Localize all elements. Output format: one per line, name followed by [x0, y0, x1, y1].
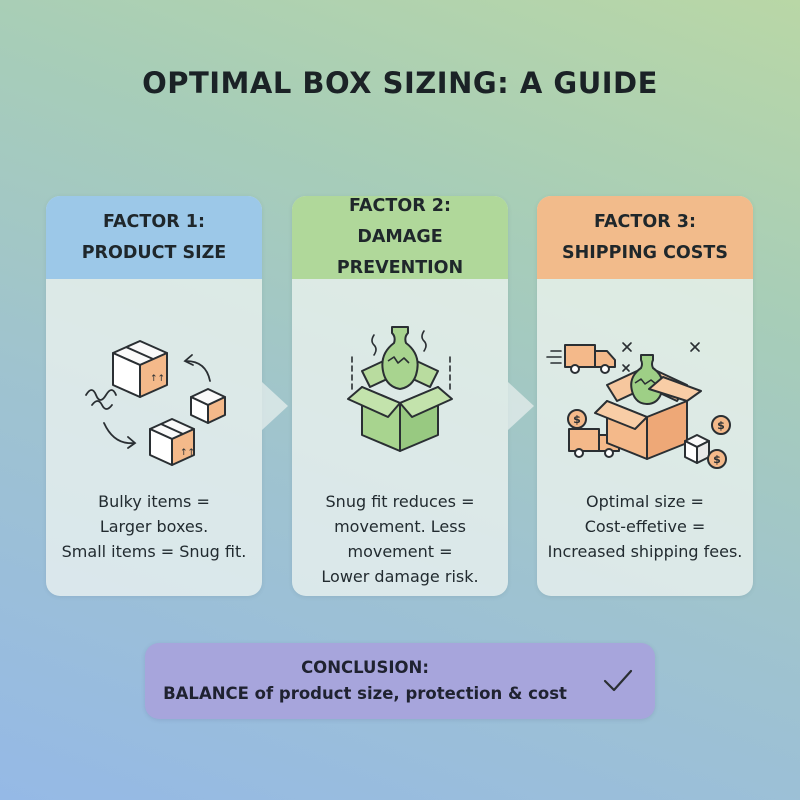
factor-card-damage-prevention: FACTOR 2: DAMAGE PREVENTION	[292, 196, 508, 596]
conclusion-text: BALANCE of product size, protection & co…	[163, 684, 567, 703]
vase-in-box-icon	[347, 326, 453, 452]
conclusion-heading: CONCLUSION:	[301, 658, 429, 677]
factor-card-header: FACTOR 3: SHIPPING COSTS	[537, 196, 753, 279]
factor-title: DAMAGE PREVENTION	[336, 227, 464, 278]
shipping-costs-icon: $ $ $	[546, 342, 731, 469]
factor-card-product-size: FACTOR 1: PRODUCT SIZE	[46, 196, 262, 596]
factor-number: FACTOR 2:	[349, 196, 451, 216]
flow-arrow	[262, 382, 288, 430]
checkmark-icon	[603, 669, 633, 692]
svg-text:↑↑: ↑↑	[150, 374, 165, 384]
page-title: OPTIMAL BOX SIZING: A GUIDE	[142, 66, 658, 100]
factor-title: PRODUCT SIZE	[81, 242, 227, 263]
svg-text:$: $	[573, 413, 581, 426]
factor-card-header: FACTOR 2: DAMAGE PREVENTION	[292, 196, 508, 279]
svg-text:$: $	[713, 453, 721, 466]
factor-description: Snug fit reduces = movement. Less moveme…	[321, 492, 479, 586]
factor-card-header: FACTOR 1: PRODUCT SIZE	[46, 196, 262, 279]
factor-number: FACTOR 3:	[594, 211, 696, 232]
svg-text:↑↑: ↑↑	[180, 448, 195, 458]
flow-arrow	[508, 382, 534, 430]
conclusion-banner: CONCLUSION: BALANCE of product size, pro…	[145, 643, 655, 719]
svg-text:$: $	[717, 419, 725, 432]
factor-description: Bulky items = Larger boxes. Small items …	[61, 492, 247, 561]
factor-card-shipping-costs: FACTOR 3: SHIPPING COSTS	[537, 196, 753, 596]
boxes-of-different-sizes-icon: ↑↑ ↑↑	[85, 340, 226, 466]
factor-number: FACTOR 1:	[103, 211, 205, 232]
factor-title: SHIPPING COSTS	[562, 242, 728, 263]
factor-description: Optimal size = Cost-effetive = Increased…	[547, 492, 743, 561]
